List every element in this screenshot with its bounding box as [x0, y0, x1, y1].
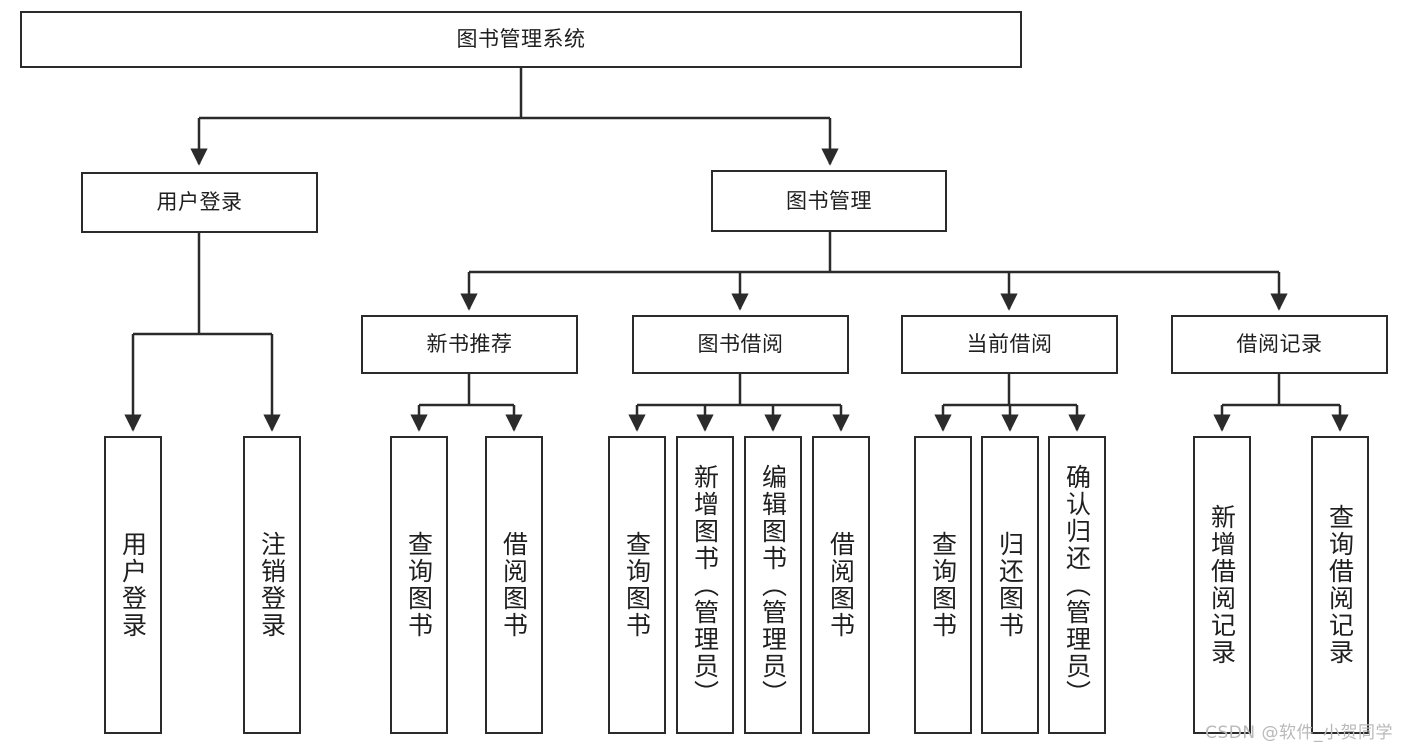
node-leaf-logout-login-label: 注销登录: [257, 531, 287, 639]
node-leaf-return-book[interactable]: 归还图书: [981, 436, 1039, 734]
node-leaf-query-book-3[interactable]: 查询图书: [914, 436, 972, 734]
node-current-borrow-label: 当前借阅: [966, 332, 1053, 357]
node-leaf-user-login-label: 用户登录: [118, 531, 148, 639]
node-book-borrow-label: 图书借阅: [697, 332, 784, 357]
node-user-login[interactable]: 用户登录: [81, 172, 318, 233]
node-leaf-user-login[interactable]: 用户登录: [104, 436, 162, 734]
node-current-borrow[interactable]: 当前借阅: [901, 315, 1118, 374]
node-borrow-record[interactable]: 借阅记录: [1171, 315, 1388, 374]
node-leaf-borrow-book-2[interactable]: 借阅图书: [812, 436, 870, 734]
node-borrow-record-label: 借阅记录: [1236, 332, 1323, 357]
node-user-login-label: 用户登录: [156, 190, 243, 215]
node-leaf-return-book-label: 归还图书: [995, 531, 1025, 639]
node-book-manage-label: 图书管理: [786, 188, 872, 213]
node-book-manage[interactable]: 图书管理: [711, 170, 947, 232]
node-leaf-query-book-1-label: 查询图书: [404, 531, 434, 639]
node-leaf-borrow-book-1[interactable]: 借阅图书: [485, 436, 543, 734]
node-new-book-recommend[interactable]: 新书推荐: [361, 315, 578, 374]
node-leaf-query-book-1[interactable]: 查询图书: [390, 436, 448, 734]
node-new-book-recommend-label: 新书推荐: [426, 332, 513, 357]
node-leaf-logout-login[interactable]: 注销登录: [243, 436, 301, 734]
node-root-label: 图书管理系统: [456, 27, 586, 52]
node-leaf-query-book-2-label: 查询图书: [622, 531, 652, 639]
node-leaf-query-borrow-record[interactable]: 查询借阅记录: [1311, 436, 1369, 734]
node-leaf-add-borrow-record[interactable]: 新增借阅记录: [1193, 436, 1251, 734]
node-leaf-confirm-return[interactable]: 确认归还（管理员）: [1048, 436, 1106, 734]
node-leaf-add-book[interactable]: 新增图书（管理员）: [676, 436, 734, 734]
node-book-borrow[interactable]: 图书借阅: [632, 315, 849, 374]
node-leaf-borrow-book-1-label: 借阅图书: [499, 531, 529, 639]
node-leaf-query-book-3-label: 查询图书: [928, 531, 958, 639]
node-leaf-edit-book[interactable]: 编辑图书（管理员）: [744, 436, 802, 734]
node-root[interactable]: 图书管理系统: [20, 11, 1022, 68]
node-leaf-query-book-2[interactable]: 查询图书: [608, 436, 666, 734]
csdn-watermark: CSDN @软件_小贺同学: [1205, 723, 1393, 743]
node-leaf-add-book-label: 新增图书（管理员）: [690, 463, 720, 707]
node-leaf-borrow-book-2-label: 借阅图书: [826, 531, 856, 639]
node-leaf-add-borrow-record-label: 新增借阅记录: [1207, 504, 1237, 666]
node-leaf-edit-book-label: 编辑图书（管理员）: [758, 463, 788, 707]
node-leaf-confirm-return-label: 确认归还（管理员）: [1062, 463, 1092, 707]
node-leaf-query-borrow-record-label: 查询借阅记录: [1325, 504, 1355, 666]
